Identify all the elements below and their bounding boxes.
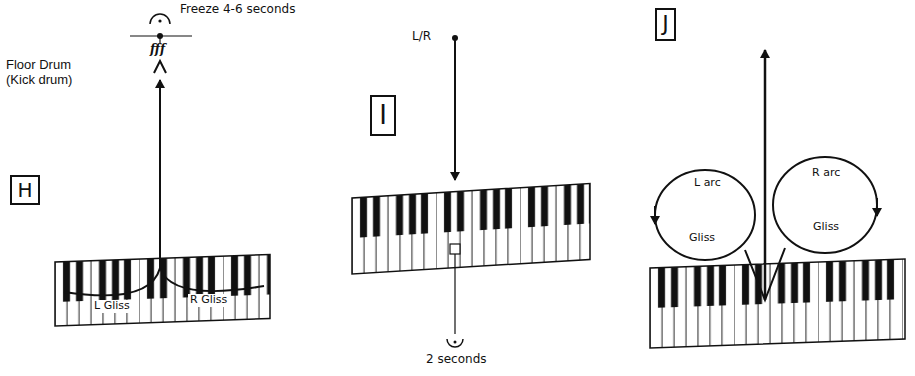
fermata xyxy=(150,14,170,24)
keyboard xyxy=(352,183,590,274)
panel-letter-box: H xyxy=(10,175,40,205)
arc-arrowhead xyxy=(654,206,656,224)
panel-letter-box: I xyxy=(370,95,396,136)
note-label: R arc xyxy=(810,167,842,180)
note-label: R Gliss xyxy=(188,294,229,307)
up-arrow xyxy=(159,80,161,268)
accent-mark xyxy=(154,61,166,73)
note-label: fff xyxy=(148,43,167,57)
down-arrow xyxy=(454,38,456,180)
up-arrow xyxy=(764,50,767,300)
fermata xyxy=(447,339,463,347)
keyboard xyxy=(55,254,270,326)
note-label: L arc xyxy=(692,177,723,190)
right-arc xyxy=(773,157,877,253)
note-label: Gliss xyxy=(811,221,841,234)
keyboard xyxy=(650,259,905,348)
panel-letter-box: J xyxy=(655,8,676,41)
note-stem xyxy=(159,36,160,43)
gliss-curve xyxy=(64,268,160,295)
leader-line xyxy=(454,254,455,334)
left-arc xyxy=(655,170,755,260)
note-label: L Gliss xyxy=(92,300,132,313)
note-label: Freeze 4-6 seconds xyxy=(178,3,297,17)
arc-arrowhead xyxy=(876,198,878,216)
panel-letter: J xyxy=(662,12,669,36)
note-label: 2 seconds xyxy=(424,353,489,367)
note-label: L/R xyxy=(410,30,433,44)
gliss-curve xyxy=(160,268,264,291)
panel-letter: I xyxy=(379,101,387,130)
key-mark xyxy=(450,244,460,254)
note-label: Floor Drum (Kick drum) xyxy=(4,58,92,88)
note-label: Gliss xyxy=(687,232,717,245)
fermata-dot xyxy=(454,341,457,344)
fermata-dot xyxy=(158,19,161,22)
panel-letter: H xyxy=(17,179,32,201)
